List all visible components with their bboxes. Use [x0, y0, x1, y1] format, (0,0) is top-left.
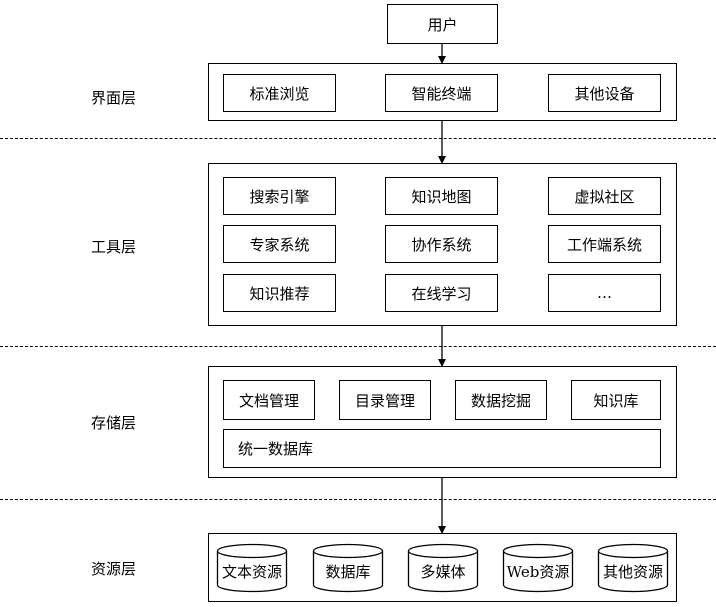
tool-knowledge-map: 知识地图	[385, 177, 498, 215]
resource-web: Web资源	[502, 543, 574, 593]
resource-label: 数据库	[325, 562, 371, 581]
user-box: 用户	[387, 4, 498, 44]
tool-expert-system: 专家系统	[223, 225, 336, 263]
cylinder-shape	[312, 543, 384, 593]
layer-label-storage: 存储层	[91, 414, 137, 432]
separator-1	[0, 138, 716, 139]
tool-knowledge-recommend: 知识推荐	[223, 274, 336, 312]
storage-knowledge-base: 知识库	[571, 380, 661, 420]
interface-item-standard-browse: 标准浏览	[223, 74, 336, 112]
storage-document-management: 文档管理	[223, 380, 315, 420]
interface-item-other-devices: 其他设备	[548, 74, 661, 112]
separator-2	[0, 346, 716, 347]
tool-virtual-community: 虚拟社区	[548, 177, 661, 215]
tool-collaboration-system: 协作系统	[385, 225, 498, 263]
tool-search-engine: 搜索引擎	[223, 177, 336, 215]
resource-text: 文本资源	[216, 543, 288, 593]
interface-item-smart-terminal: 智能终端	[385, 74, 498, 112]
resource-other: 其他资源	[597, 543, 669, 593]
cylinder-shape	[407, 543, 479, 593]
storage-data-mining: 数据挖掘	[455, 380, 547, 420]
storage-unified-database: 统一数据库	[223, 429, 661, 468]
resource-label: 文本资源	[221, 562, 282, 581]
resource-label: Web资源	[506, 562, 570, 581]
resource-multimedia: 多媒体	[407, 543, 479, 593]
layer-label-tools: 工具层	[91, 238, 137, 256]
resource-label: 多媒体	[420, 562, 466, 581]
tool-more: …	[548, 274, 661, 312]
separator-3	[0, 499, 716, 500]
layer-label-resource: 资源层	[91, 560, 137, 578]
cylinder-shape	[597, 543, 669, 593]
resource-database: 数据库	[312, 543, 384, 593]
tool-workstation-system: 工作端系统	[548, 225, 661, 263]
layer-label-interface: 界面层	[91, 89, 137, 107]
storage-catalog-management: 目录管理	[339, 380, 431, 420]
resource-label: 其他资源	[602, 562, 663, 581]
tool-online-learning: 在线学习	[385, 274, 498, 312]
cylinder-shape	[216, 543, 288, 593]
cylinder-shape	[502, 543, 574, 593]
